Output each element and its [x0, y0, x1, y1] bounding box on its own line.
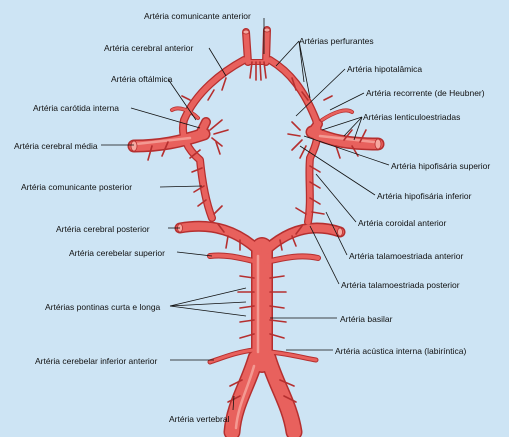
branch-vessel	[269, 305, 285, 309]
branch-vessel	[193, 185, 205, 193]
label-talamoestriada-posterior: Artéria talamoestriada posterior	[341, 280, 460, 290]
branch-vessel	[239, 333, 255, 339]
leader-line	[130, 107, 201, 129]
branch-vessel	[287, 133, 301, 137]
branch-vessel	[269, 333, 285, 339]
label-comunicante-posterior: Artéria comunicante posterior	[21, 182, 133, 192]
branch-vessel	[249, 61, 253, 79]
leader-line	[303, 135, 390, 166]
label-recorrente: Artéria recorrente (de Heubner)	[366, 88, 485, 98]
label-lenticuloestriadas: Artérias lenticuloestriadas	[363, 112, 461, 122]
branch-vessel	[229, 379, 243, 387]
leader-line	[159, 185, 203, 188]
branch-vessel	[295, 225, 303, 235]
branch-vessel	[263, 61, 267, 79]
branch-vessel	[189, 149, 201, 159]
branch-vessel	[181, 95, 191, 101]
branch-vessel	[147, 145, 153, 161]
branch-vessel	[291, 235, 297, 247]
label-acustica: Artéria acústica interna (labiríntica)	[335, 346, 467, 356]
branch-vessel	[225, 235, 229, 249]
branch-vessel	[259, 61, 262, 81]
branch-vessel	[311, 211, 325, 215]
branch-vessel	[269, 319, 287, 323]
branch-vessel	[283, 395, 297, 403]
label-carotida: Artéria carótida interna	[33, 103, 119, 113]
branch-vessel	[239, 305, 255, 309]
label-oftalmica: Artéria oftálmica	[111, 74, 173, 84]
label-basilar: Artéria basilar	[340, 314, 393, 324]
leader-line	[309, 225, 340, 285]
label-cerebral-media: Artéria cerebral média	[14, 141, 98, 151]
branch-vessel	[295, 207, 307, 215]
label-perfurantes: Artérias perfurantes	[299, 36, 374, 46]
branch-vessel	[161, 141, 169, 157]
leader-line	[343, 116, 363, 137]
leader-line	[169, 301, 247, 307]
label-comunicante-anterior: Artéria comunicante anterior	[144, 11, 251, 21]
label-hipofisaria-superior: Artéria hipofisária superior	[391, 161, 491, 171]
label-hipofisaria-inferior: Artéria hipofisária inferior	[377, 191, 472, 201]
label-cerebral-anterior: Artéria cerebral anterior	[104, 43, 194, 53]
branch-vessel	[209, 119, 223, 131]
label-hipotalamica: Artéria hipotalâmica	[347, 64, 423, 74]
branch-vessel	[323, 95, 333, 101]
branch-vessel	[309, 165, 321, 173]
leader-line	[329, 92, 365, 111]
leader-line	[298, 40, 311, 99]
branch-vessel	[211, 137, 223, 147]
branch-vessel	[197, 199, 207, 207]
leader-line	[353, 116, 363, 141]
leader-line	[167, 78, 197, 121]
branch-vessel	[359, 129, 367, 143]
branch-vessel	[239, 275, 255, 279]
branch-vessel	[213, 205, 223, 215]
artery-vessels	[127, 26, 385, 437]
branch-vessel	[279, 239, 283, 251]
branch-vessel	[191, 167, 203, 173]
branch-vessel	[291, 121, 301, 131]
leader-line	[169, 287, 247, 307]
label-cerebelar-inferior-anterior: Artéria cerebelar inferior anterior	[35, 356, 158, 366]
label-talamoestriada-anterior: Artéria talamoestriada anterior	[349, 251, 464, 261]
branch-vessel	[301, 91, 309, 101]
leader-line	[208, 47, 227, 77]
branch-vessel	[335, 145, 341, 159]
leader-line	[325, 211, 348, 256]
branch-vessel	[291, 139, 303, 151]
leader-line	[315, 173, 357, 223]
branch-vessel	[279, 379, 295, 387]
branch-vessel	[215, 141, 221, 155]
label-pontinas: Artérias pontinas curta e longa	[45, 302, 161, 312]
label-cerebelar-superior: Artéria cerebelar superior	[69, 248, 165, 258]
branch-vessel	[309, 181, 321, 189]
label-coroidal-anterior: Artéria coroidal anterior	[358, 218, 447, 228]
branch-vessel	[217, 223, 225, 233]
branch-vessel	[207, 89, 215, 101]
leader-line	[275, 40, 300, 67]
label-cerebral-posterior: Artéria cerebral posterior	[56, 224, 150, 234]
branch-vessel	[291, 77, 297, 91]
branch-vessel	[239, 319, 255, 323]
branch-vessel	[221, 77, 227, 91]
leader-line	[321, 116, 363, 131]
branch-vessel	[269, 275, 285, 279]
leader-line	[176, 251, 213, 257]
leader-lines	[101, 18, 390, 411]
branch-vessel	[213, 129, 229, 135]
leader-line	[298, 40, 305, 83]
branch-vessel	[343, 129, 353, 141]
leader-line	[169, 305, 247, 317]
small-branch-vessels	[147, 61, 367, 403]
branch-vessel	[309, 197, 321, 205]
vessel-cut-ends	[130, 27, 382, 237]
branch-vessel	[299, 145, 307, 159]
leader-line	[232, 395, 235, 411]
leader-line	[299, 145, 376, 196]
label-vertebral: Artéria vertebral	[169, 414, 230, 424]
leader-line	[295, 68, 346, 117]
